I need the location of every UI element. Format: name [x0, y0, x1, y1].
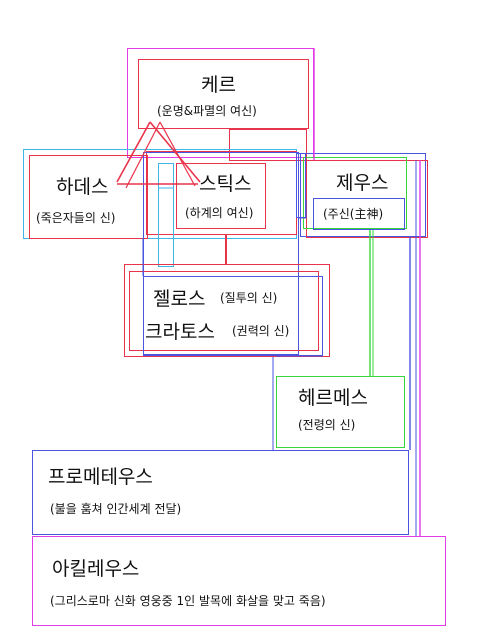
zeus-green-box — [303, 157, 407, 229]
kere-name: 케르 — [201, 74, 236, 96]
achilles-desc: (그리스로마 신화 영웅중 1인 발목에 화살을 맞고 죽음) — [50, 594, 326, 608]
achilles-name: 아킬레우스 — [52, 558, 140, 580]
zeus-desc: (주신(主神) — [323, 207, 384, 221]
prometheus-desc: (불을 훔쳐 인간세계 전달) — [50, 502, 182, 516]
hades-desc: (죽은자들의 신) — [36, 211, 116, 225]
kratos-desc: (권력의 신) — [232, 324, 290, 338]
kere-link-box — [229, 129, 307, 161]
kere-box — [138, 59, 309, 129]
zeus-red-box — [306, 160, 428, 238]
zelos-name: 젤로스 — [153, 288, 206, 310]
hermes-name: 헤르메스 — [298, 387, 368, 409]
prometheus-name: 프로메테우스 — [48, 466, 153, 488]
styx-inner-box — [176, 163, 266, 229]
kere-desc: (운명&파멸의 여신) — [157, 104, 257, 118]
achilles-box — [32, 536, 446, 626]
prometheus-box — [32, 450, 409, 535]
zelos-box — [129, 271, 319, 351]
kratos-name: 크라토스 — [145, 321, 215, 343]
zelos-desc: (질투의 신) — [220, 291, 278, 305]
hades-box — [29, 155, 148, 239]
cyan-bar — [158, 163, 174, 267]
zeus-outer-box — [300, 153, 426, 237]
zeus-blue-rail — [296, 153, 306, 218]
hermes-box — [276, 376, 405, 448]
hades-name: 하데스 — [56, 176, 109, 198]
zelos-blue-box — [143, 276, 323, 356]
styx-name: 스틱스 — [199, 173, 252, 195]
hermes-desc: (전령의 신) — [298, 418, 356, 432]
zeus-name: 제우스 — [336, 172, 389, 194]
styx-desc: (하계의 여신) — [185, 206, 254, 220]
styx-blue-frame — [143, 152, 299, 355]
zeus-inner-box — [313, 198, 405, 230]
zelos-outer-box — [124, 264, 330, 357]
